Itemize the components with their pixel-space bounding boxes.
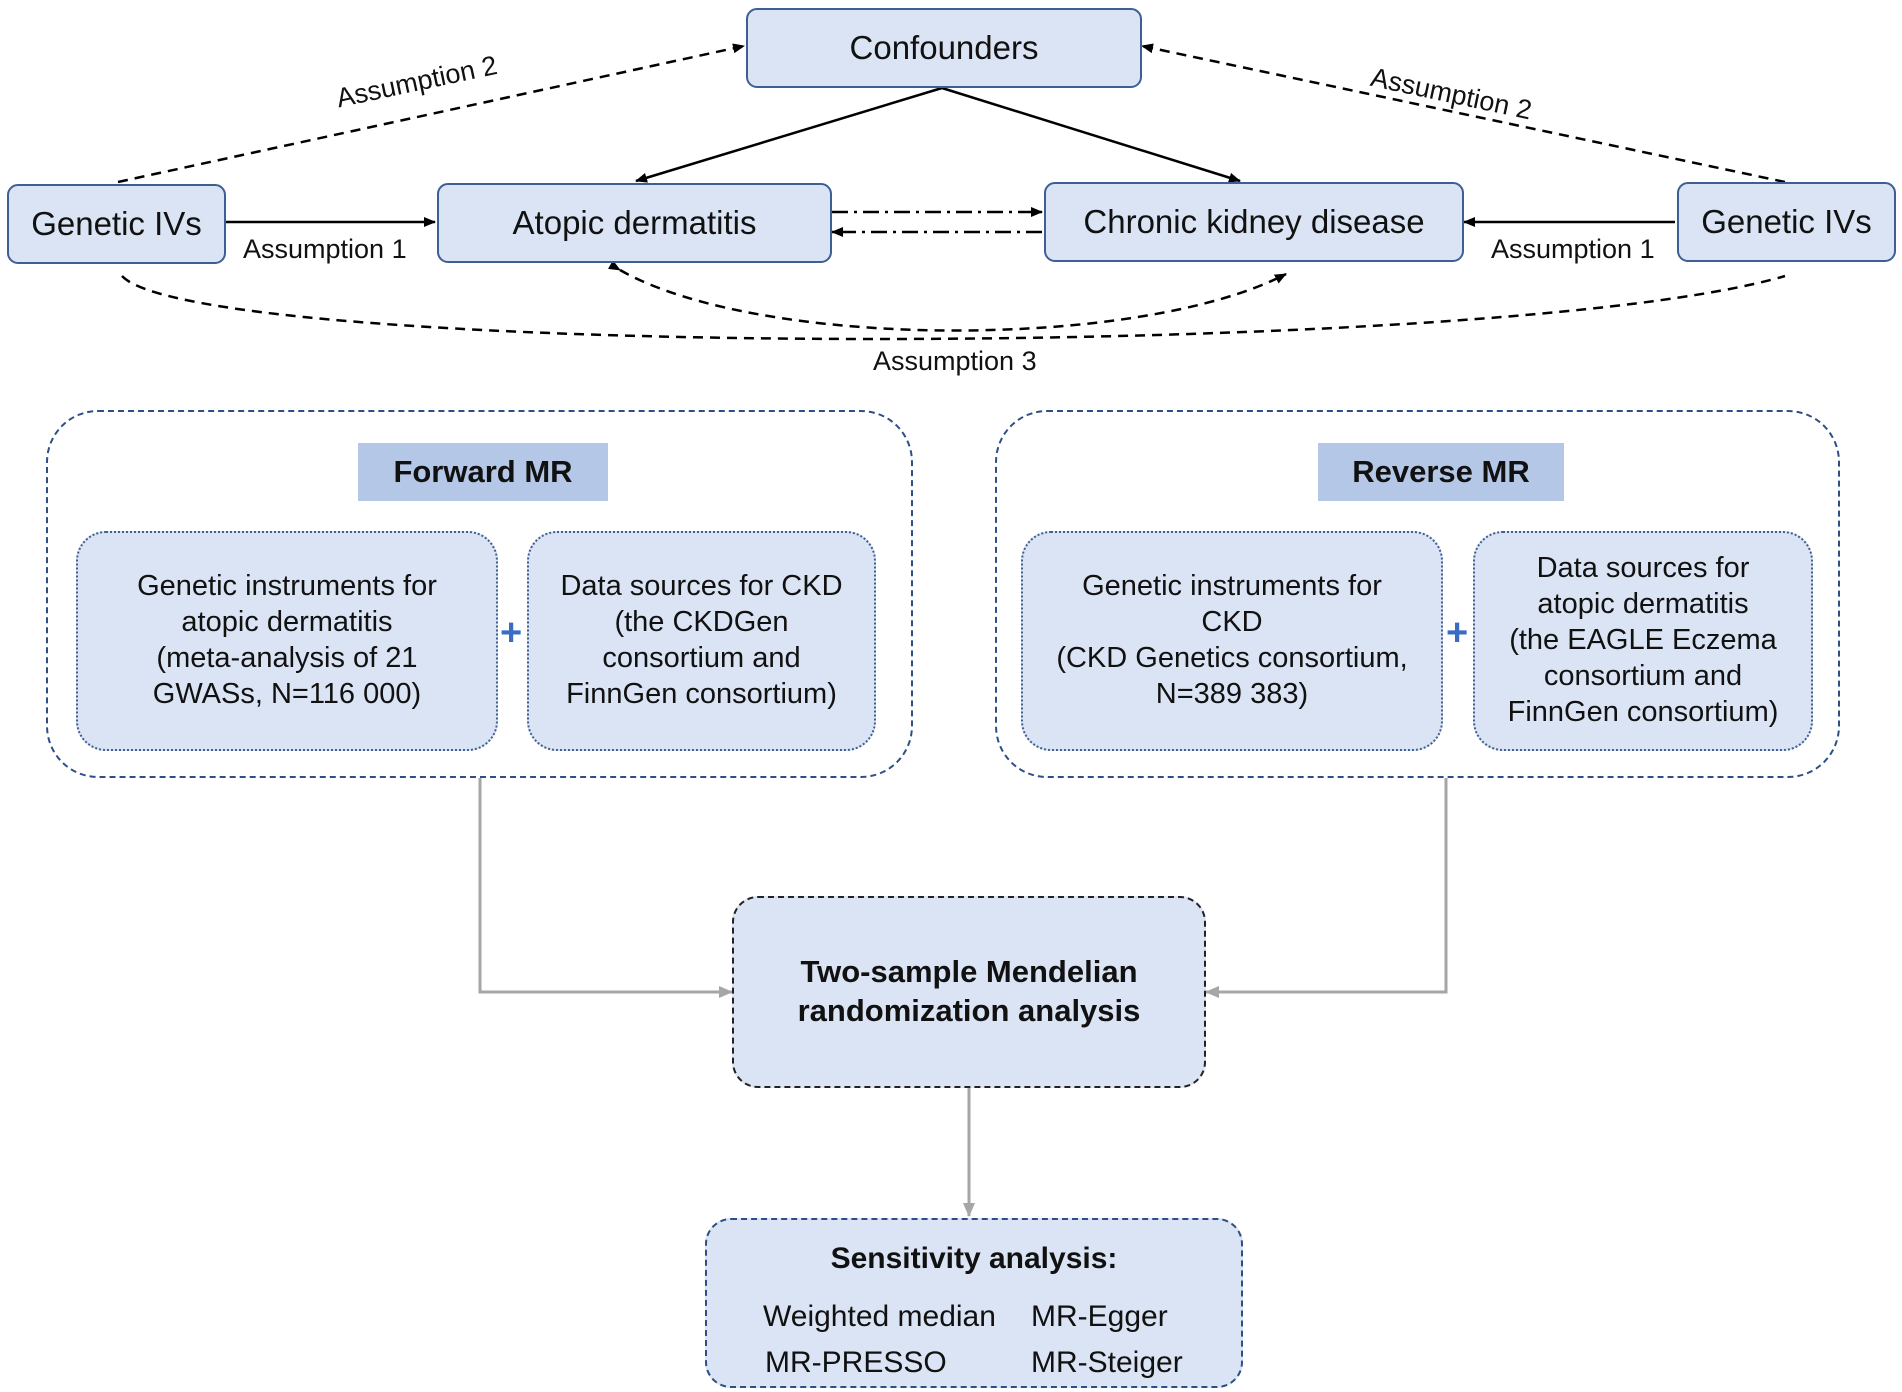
- sensitivity-method: MR-Steiger: [1031, 1346, 1183, 1379]
- reverse-sources-line: atopic dermatitis: [1537, 588, 1749, 621]
- reverse-instruments-line: (CKD Genetics consortium,: [1056, 642, 1408, 674]
- reverse-instruments-box: Genetic instruments for CKD (CKD Genetic…: [1021, 531, 1443, 751]
- assumption3-left-arc: [121, 274, 1786, 341]
- genetic-ivs-left-node: Genetic IVs: [7, 184, 226, 264]
- sensitivity-method: Weighted median: [763, 1300, 996, 1333]
- forward-sources-line: FinnGen consortium): [566, 677, 837, 710]
- assumption1-left-label: Assumption 1: [243, 234, 407, 264]
- assumption3-inner-arc: [607, 260, 1287, 332]
- reverse-sources-line: consortium and: [1543, 659, 1743, 692]
- sensitivity-method: MR-PRESSO: [765, 1346, 947, 1379]
- forward-mr-title: Forward MR: [358, 443, 608, 501]
- reverse-sources-line: (the EAGLE Eczema: [1509, 624, 1777, 657]
- atopic-dermatitis-node: Atopic dermatitis: [437, 183, 832, 263]
- two-sample-mr-box: Two-sample Mendelian randomization analy…: [732, 896, 1206, 1088]
- reverse-to-analysis-connector: [1205, 778, 1448, 998]
- assumption3-label: Assumption 3: [873, 346, 1037, 376]
- forward-instruments-line: (meta-analysis of 21: [156, 642, 418, 674]
- reverse-instruments-line: N=389 383): [1155, 677, 1309, 710]
- two-sample-mr-line: randomization analysis: [797, 993, 1141, 1028]
- forward-instruments-box: Genetic instruments for atopic dermatiti…: [76, 531, 498, 751]
- confounders-to-ad-arrow: [635, 86, 943, 183]
- ckd-node: Chronic kidney disease: [1044, 182, 1464, 262]
- forward-sources-line: consortium and: [602, 642, 801, 674]
- assumption2-left-arrow: [117, 43, 745, 184]
- reverse-instruments-line: Genetic instruments for: [1082, 570, 1382, 603]
- sensitivity-method: MR-Egger: [1031, 1300, 1168, 1333]
- forward-to-analysis-connector: [478, 778, 733, 998]
- reverse-sources-box: Data sources for atopic dermatitis (the …: [1473, 531, 1813, 751]
- forward-plus-icon: +: [500, 612, 523, 654]
- forward-sources-line: (the CKDGen: [614, 606, 789, 639]
- sensitivity-title: Sensitivity analysis:: [830, 1242, 1118, 1275]
- two-sample-mr-line: Two-sample Mendelian: [800, 954, 1138, 990]
- reverse-plus-icon: +: [1446, 612, 1469, 654]
- confounders-to-ckd-arrow: [941, 86, 1241, 183]
- reverse-sources-line: Data sources for: [1536, 552, 1750, 585]
- forward-instruments-line: atopic dermatitis: [181, 606, 393, 639]
- forward-sources-box: Data sources for CKD (the CKDGen consort…: [527, 531, 876, 751]
- forward-instruments-line: GWASs, N=116 000): [152, 677, 422, 710]
- assumption2-right-arrow: [1141, 43, 1786, 184]
- confounders-node: Confounders: [746, 8, 1142, 88]
- reverse-mr-title: Reverse MR: [1318, 443, 1564, 501]
- assumption1-right-label: Assumption 1: [1491, 234, 1655, 264]
- forward-sources-line: Data sources for CKD: [560, 570, 843, 603]
- forward-instruments-line: Genetic instruments for: [137, 570, 437, 603]
- genetic-ivs-right-node: Genetic IVs: [1677, 182, 1896, 262]
- sensitivity-analysis-box: Sensitivity analysis: Weighted median MR…: [705, 1218, 1243, 1388]
- reverse-instruments-line: CKD: [1201, 606, 1263, 639]
- reverse-sources-line: FinnGen consortium): [1507, 695, 1779, 728]
